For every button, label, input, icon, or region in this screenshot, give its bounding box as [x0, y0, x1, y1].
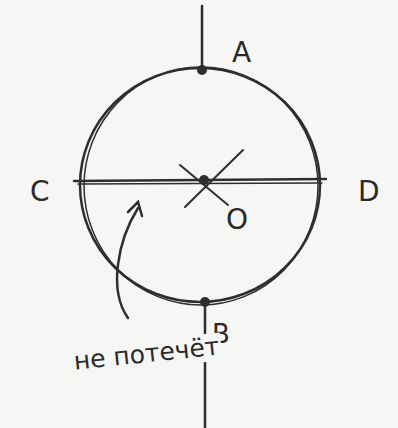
pointer-arrowhead — [128, 202, 142, 216]
circle-outline-retrace — [84, 67, 318, 305]
pointer-arrow — [117, 208, 138, 318]
axis-line-bottom — [204, 302, 207, 428]
cross-mark — [185, 150, 243, 207]
diameter-line-retrace — [78, 183, 322, 184]
point-label: C — [30, 177, 50, 208]
note-text: не потечёт — [71, 332, 223, 375]
point-label: D — [358, 177, 380, 208]
point-dot — [199, 175, 209, 185]
point-label: O — [226, 205, 248, 236]
axis-line-top — [201, 6, 204, 68]
point-dot — [200, 297, 210, 307]
point-label: A — [232, 38, 251, 69]
point-dot — [197, 65, 207, 75]
